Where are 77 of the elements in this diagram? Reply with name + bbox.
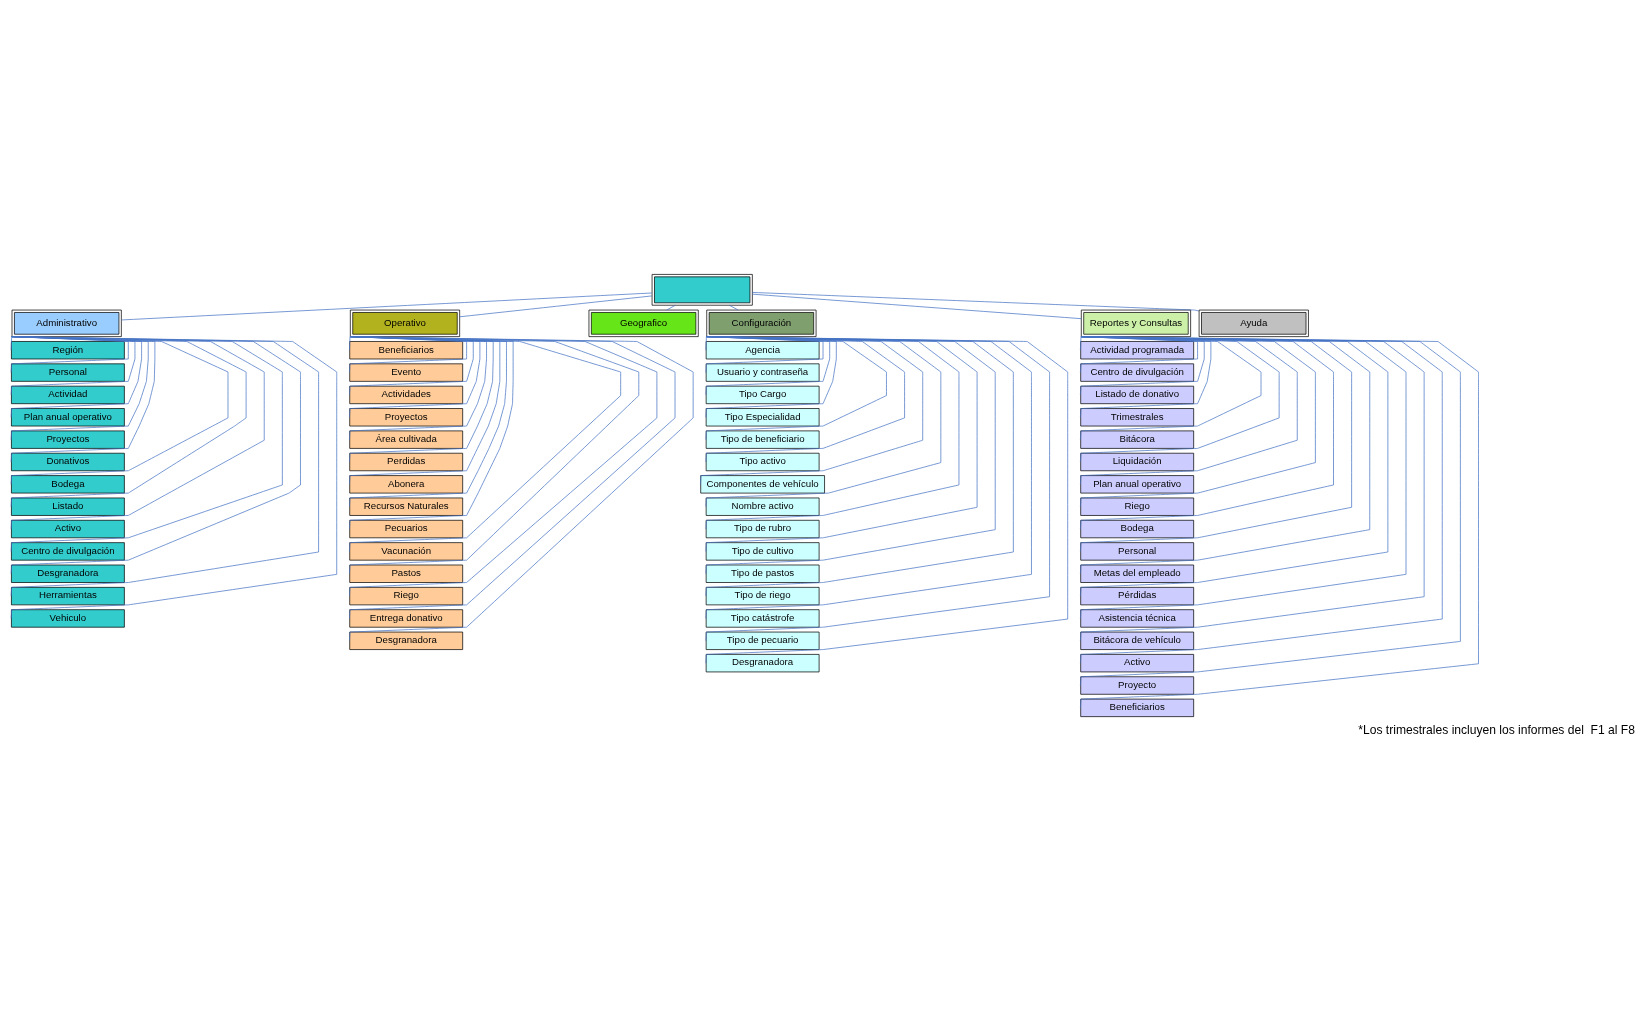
node-box: Listado de donativo (1080, 385, 1194, 405)
connector (10, 336, 13, 351)
connector (705, 336, 707, 351)
node-box: Desgranadora (349, 631, 464, 650)
node-box: Pecuarios (349, 519, 464, 539)
node-box: Personal (11, 363, 125, 382)
node-box: Tipo de pastos (705, 564, 820, 583)
node-box: Área cultivada (349, 430, 464, 449)
node-box: Asistencia técnica (1080, 609, 1194, 628)
node-box: Tipo catástrofe (705, 609, 820, 628)
node-box: Pérdidas (1080, 587, 1194, 606)
node-box: Riego (349, 587, 464, 606)
node-box: Proyecto (1080, 676, 1194, 695)
node-box: Plan anual operativo (1080, 475, 1194, 494)
node-box: Centro de divulgación (1080, 363, 1194, 382)
node-box: Donativos (11, 452, 125, 472)
node-box: Entrega donativo (349, 609, 464, 628)
node-box: Desgranadora (11, 564, 125, 583)
node-box: Riego (1080, 497, 1194, 516)
node-box: Trimestrales (1080, 408, 1194, 427)
node-box: Bodega (1080, 519, 1194, 539)
node-box: Tipo Cargo (705, 385, 820, 405)
connector (752, 292, 1200, 312)
node-box: Actividades (349, 385, 464, 405)
node-box: Activo (11, 519, 125, 539)
node-box: Región (11, 341, 125, 360)
connector (705, 336, 824, 373)
node-box: Activo (1080, 654, 1194, 673)
node-box: Tipo de cultivo (705, 542, 820, 561)
node-box: Actividad (11, 385, 125, 405)
node-box: Tipo Especialidad (705, 408, 820, 427)
connector (700, 336, 924, 485)
node-box: Metas del empleado (1080, 564, 1194, 583)
node-box: Desgranadora (705, 654, 820, 673)
connector (729, 304, 739, 311)
node-box: Componentes de vehículo (700, 475, 825, 494)
node-box: Beneficiarios (1080, 698, 1194, 717)
node-box: Pastos (349, 564, 464, 583)
node-box: Agencia (705, 341, 820, 360)
node-box: Centro de divulgación (11, 542, 125, 561)
connector (10, 336, 142, 418)
node-box: Listado (11, 497, 125, 516)
node-box: Actividad programada (1080, 341, 1194, 360)
node-box: Usuario y contraseña (705, 363, 820, 382)
node-box: Bodega (11, 475, 125, 494)
node-box: Abonera (349, 475, 464, 494)
node-box: Liquidación (1080, 452, 1194, 472)
node-box: Tipo de rubro (705, 519, 820, 539)
connector (10, 336, 136, 396)
node-box: Tipo de beneficiario (705, 430, 820, 449)
label: *Los trimestrales incluyen los informes del F1 al F8 (1358, 722, 1635, 737)
connector (666, 304, 676, 311)
node-box: Tipo de riego (705, 587, 820, 606)
node-box: Perdidas (349, 452, 464, 472)
connector (10, 336, 129, 373)
node-box: Proyectos (349, 408, 464, 427)
node-box: Vehiculo (11, 609, 125, 628)
node-box: Recursos Naturales (349, 497, 464, 516)
node-box: Proyectos (11, 430, 125, 449)
connector (752, 293, 1082, 320)
node-box: Herramientas (11, 587, 125, 606)
connector (349, 336, 467, 373)
connector (1080, 336, 1082, 351)
node-box: Bitácora de vehículo (1080, 631, 1194, 650)
node-box: Beneficiarios (349, 341, 464, 360)
node-box: Tipo de pecuario (705, 631, 820, 650)
node-box: Tipo activo (705, 452, 820, 472)
node-box: Evento (349, 363, 464, 382)
connector (121, 292, 653, 321)
node-box: Nombre activo (705, 497, 820, 516)
node-box: Bitácora (1080, 430, 1194, 449)
connector (349, 336, 351, 351)
node-box: Plan anual operativo (11, 408, 125, 427)
connector (349, 336, 474, 396)
node-box: Personal (1080, 542, 1194, 561)
connector (459, 295, 653, 318)
node-box: Vacunación (349, 542, 464, 561)
